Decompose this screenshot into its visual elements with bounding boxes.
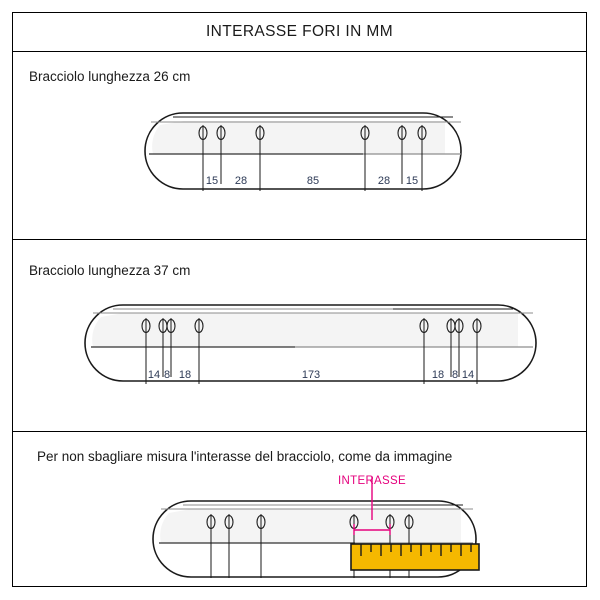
- panel-label-26: Bracciolo lunghezza 26 cm: [29, 69, 191, 84]
- armrest-graphic-37: [84, 304, 537, 384]
- panel-label-37: Bracciolo lunghezza 37 cm: [29, 263, 191, 278]
- dimension-37-4: 173: [301, 369, 321, 381]
- dimension-37-3: 18: [178, 369, 192, 381]
- dimension-26-4: 28: [377, 175, 391, 187]
- diagram-frame: INTERASSE FORI IN MM Bracciolo lunghezza…: [12, 12, 587, 587]
- panel-bracciolo-26: Bracciolo lunghezza 26 cm: [13, 51, 586, 239]
- panel-label-note: Per non sbagliare misura l'interasse del…: [37, 449, 453, 464]
- ruler-body: [350, 543, 480, 571]
- dimension-26-5: 15: [405, 175, 419, 187]
- panel-bracciolo-37: Bracciolo lunghezza 37 cm: [13, 239, 586, 431]
- dimension-37-1: 14: [147, 369, 161, 381]
- divider-1: [13, 51, 586, 52]
- divider-3: [13, 431, 586, 432]
- armrest-graphic-26: [144, 112, 462, 191]
- title-band: INTERASSE FORI IN MM: [13, 13, 586, 51]
- dimension-37-5: 18: [431, 369, 445, 381]
- dimension-26-3: 85: [306, 175, 320, 187]
- page-title: INTERASSE FORI IN MM: [205, 23, 394, 40]
- dimension-26-1: 15: [205, 175, 219, 187]
- dimension-26-2: 28: [234, 175, 248, 187]
- panel-measure-note: Per non sbagliare misura l'interasse del…: [13, 431, 586, 585]
- divider-2: [13, 239, 586, 240]
- armrest-graphic-note: [152, 477, 480, 578]
- dimension-37-6: 8: [451, 369, 459, 381]
- dimension-37-7: 14: [461, 369, 475, 381]
- dimension-37-2: 8: [163, 369, 171, 381]
